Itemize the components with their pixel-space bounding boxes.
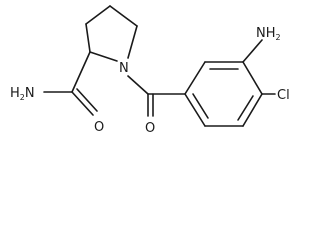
bond-c5-n: [127, 25, 138, 59]
bond-c4-c5: [109, 5, 138, 27]
bond-ar-c4-c5: [242, 93, 263, 127]
amide-oxygen-label: O: [94, 120, 104, 135]
chemical-structure-diagram: H2N O N O NH2 Cl: [10, 5, 290, 136]
bond-ar-c3-c4: [242, 61, 263, 95]
bond-ar-c1-c2: [184, 61, 206, 95]
carbonyl-oxygen-label: O: [145, 121, 155, 136]
bond-ar-c6-c1: [184, 93, 206, 127]
chlorine-label: Cl: [277, 88, 290, 103]
bond-amide-c-o-2: [76, 88, 98, 112]
bond-amide-c-o-1: [71, 91, 94, 116]
amide-nitrogen-label: H2N: [10, 86, 35, 102]
acyl-linkage: [127, 75, 186, 117]
benzene-ring: [184, 61, 263, 127]
bond-n-c2: [89, 51, 118, 62]
bond-c2-c3: [85, 23, 91, 53]
aromatic-substituents: [242, 39, 276, 95]
bond-ar-inner-3: [192, 93, 209, 119]
bond-ar-amino: [242, 39, 263, 63]
amino-group-label: NH2: [256, 26, 281, 42]
bond-c3-c4: [85, 5, 111, 25]
bond-n-carbonyl-carbon: [127, 75, 149, 95]
bond-ar-inner-2: [237, 95, 254, 121]
ring-nitrogen-label: N: [119, 61, 129, 76]
pyrrolidine-ring: [85, 5, 138, 62]
bond-c2-amide-carbon: [71, 51, 91, 93]
carboxamide-group: [43, 51, 98, 116]
